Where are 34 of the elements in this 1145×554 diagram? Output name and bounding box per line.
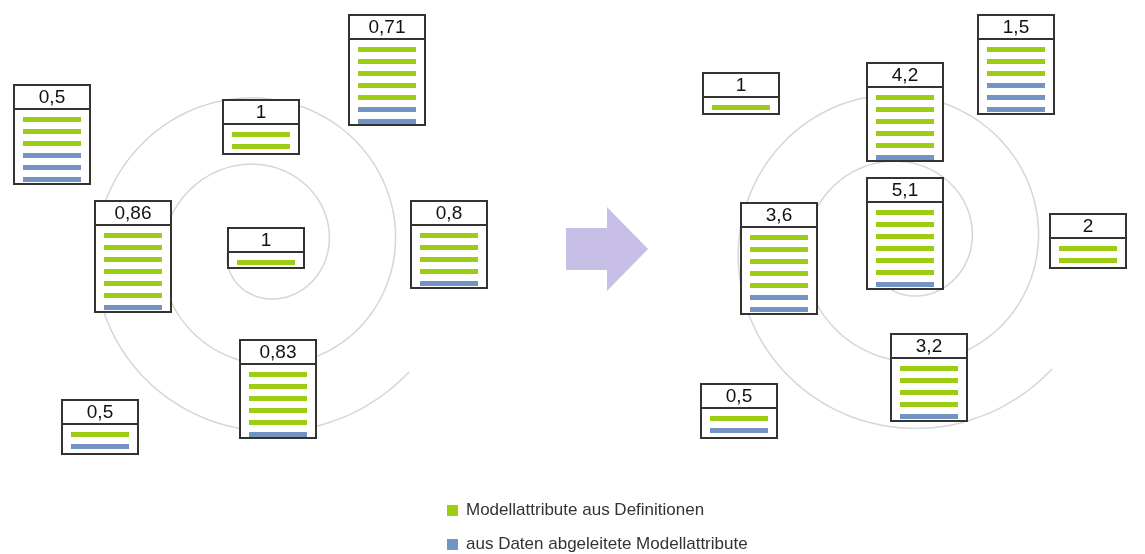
value-label: 1	[704, 74, 778, 98]
value-label: 0,86	[96, 202, 170, 226]
value-label: 2	[1051, 215, 1125, 239]
attribute-box	[410, 200, 488, 289]
attribute-box	[13, 84, 91, 185]
value-label: 3,6	[742, 204, 816, 228]
value-label: 1	[229, 229, 303, 253]
value-label: 0,71	[350, 16, 424, 40]
attribute-box	[866, 62, 944, 162]
value-label: 0,5	[702, 385, 776, 409]
value-label: 0,5	[15, 86, 89, 110]
attribute-box	[227, 227, 305, 269]
value-label: 5,1	[868, 179, 942, 203]
value-label: 1	[224, 101, 298, 125]
attribute-box	[702, 72, 780, 115]
value-label: 1,5	[979, 16, 1053, 40]
attribute-box	[700, 383, 778, 439]
attribute-box	[1049, 213, 1127, 269]
attribute-box	[348, 14, 426, 126]
attribute-box	[239, 339, 317, 439]
value-label: 0,83	[241, 341, 315, 365]
attribute-box	[61, 399, 139, 455]
value-label: 0,5	[63, 401, 137, 425]
attribute-box	[740, 202, 818, 315]
attribute-box	[222, 99, 300, 155]
value-label: 3,2	[892, 335, 966, 359]
attribute-box	[94, 200, 172, 313]
attribute-box	[977, 14, 1055, 115]
value-label: 0,8	[412, 202, 486, 226]
value-label: 4,2	[868, 64, 942, 88]
attribute-box	[866, 177, 944, 290]
attribute-box	[890, 333, 968, 422]
legend-text: Modellattribute aus Definitionen	[466, 500, 705, 520]
legend-text: aus Daten abgeleitete Modellattribute	[466, 534, 748, 554]
